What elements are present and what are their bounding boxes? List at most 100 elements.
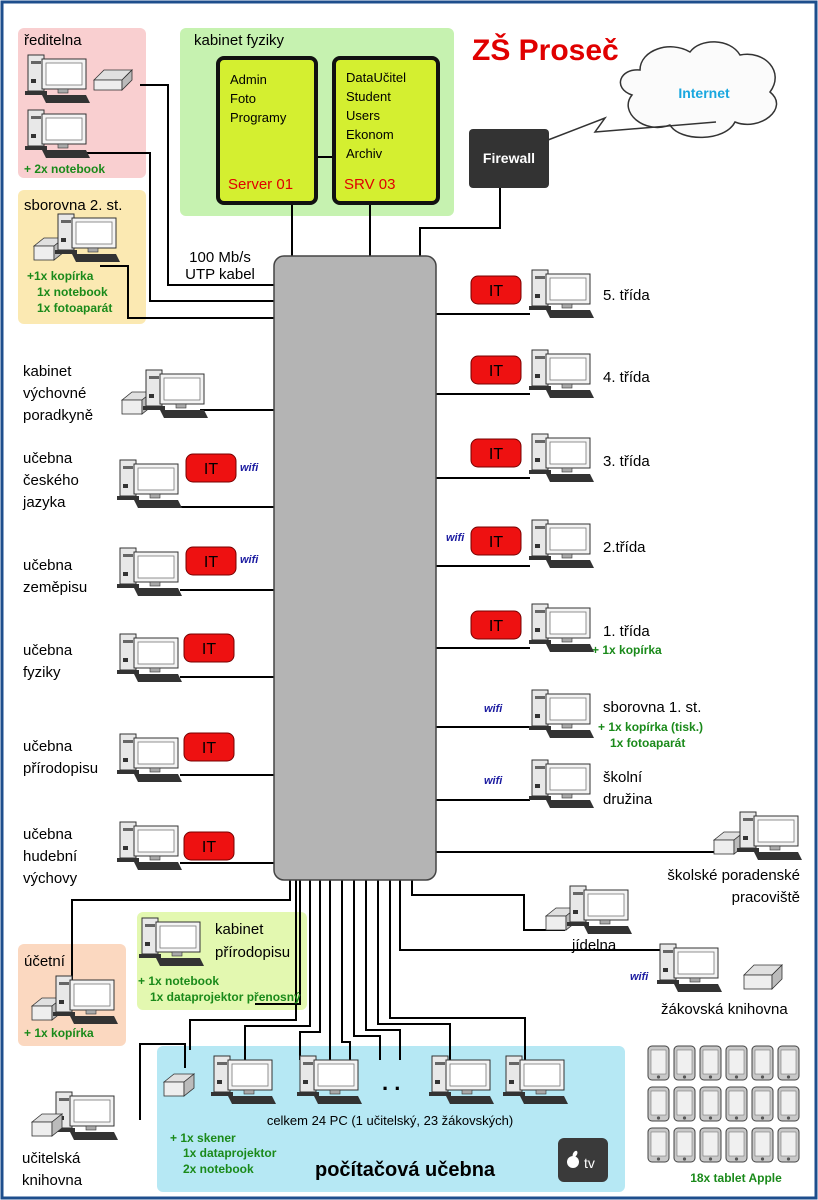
tablet-icon	[751, 1127, 774, 1163]
sborovna2-extra-item: +1x kopírka	[27, 269, 94, 283]
it-badge	[470, 526, 522, 556]
wifi-label: wifi	[240, 462, 259, 474]
pc-classroom-dots: . .	[382, 1070, 400, 1095]
tablet-icon	[699, 1086, 722, 1122]
it-badge-label: IT	[489, 618, 503, 635]
right-room-label: 3. třída	[603, 453, 650, 470]
server-srv03-share: Ekonom	[346, 127, 394, 142]
right-room-label: školní	[603, 769, 643, 786]
server-01-share: Foto	[230, 91, 256, 106]
it-badge	[470, 610, 522, 640]
pc-classroom-extra-1: + 1x skener	[170, 1131, 236, 1145]
wifi-label: wifi	[630, 971, 649, 983]
it-badge	[183, 732, 235, 762]
server-01	[216, 56, 318, 205]
ucitelska-label-2: knihovna	[22, 1172, 83, 1189]
tablet-icon	[777, 1086, 800, 1122]
wifi-label: wifi	[446, 532, 465, 544]
left-room-label: učebna	[23, 557, 73, 574]
kab-prirodopisu-extra-2: 1x dataprojektor přenosný	[150, 990, 301, 1004]
zakovska-label: žákovská knihovna	[661, 1001, 788, 1018]
kabinet-fyziky-label: kabinet fyziky	[194, 32, 285, 49]
pc-classroom-extra-2: 1x dataprojektor	[183, 1146, 277, 1160]
pc-classroom-name: počítačová učebna	[315, 1159, 496, 1181]
left-room-label: učebna	[23, 826, 73, 843]
it-badge	[470, 355, 522, 385]
right-room-label: 5. třída	[603, 287, 650, 304]
reditelna-extra: + 2x notebook	[24, 162, 105, 176]
skolske-label-2: pracoviště	[732, 889, 800, 906]
right-room-label: družina	[603, 791, 653, 808]
firewall-label: Firewall	[483, 150, 535, 166]
wifi-label: wifi	[484, 775, 503, 787]
ucitelska-label-1: učitelská	[22, 1150, 81, 1167]
left-room-label: hudební	[23, 848, 78, 865]
tablet-icon	[673, 1086, 696, 1122]
it-badge-label: IT	[204, 461, 218, 478]
tablet-icon	[777, 1127, 800, 1163]
right-room-extra: + 1x kopírka (tisk.)	[598, 720, 703, 734]
left-room-label: výchovy	[23, 870, 78, 887]
sborovna2-extra-item: 1x notebook	[37, 285, 108, 299]
sborovna2-label: sborovna 2. st.	[24, 197, 122, 214]
server-srv03	[332, 56, 440, 205]
right-room-label: 4. třída	[603, 369, 650, 386]
left-room-label: učebna	[23, 450, 73, 467]
server-srv03-share: DataUčitel	[346, 70, 406, 85]
kab-prirodopisu-label-2: přírodopisu	[215, 944, 290, 961]
tablet-icon	[725, 1086, 748, 1122]
it-badge-label: IT	[489, 446, 503, 463]
tablet-icon	[777, 1045, 800, 1081]
tablet-icon	[751, 1045, 774, 1081]
ucetni-extra: + 1x kopírka	[24, 1026, 94, 1040]
it-badge	[470, 275, 522, 305]
server-srv03-share: Student	[346, 89, 391, 104]
left-room-label: zeměpisu	[23, 579, 87, 596]
wifi-label: wifi	[240, 554, 259, 566]
left-room-label: poradkyně	[23, 407, 93, 424]
it-badge	[183, 633, 235, 663]
zakovska-drive	[743, 964, 783, 990]
it-badge-label: IT	[489, 363, 503, 380]
tablet-icon	[647, 1045, 670, 1081]
ucetni-label: účetní	[24, 953, 66, 970]
cable-label-speed: 100 Mb/s	[189, 249, 251, 266]
tablet-icon	[699, 1045, 722, 1081]
pc-classroom-extra-3: 2x notebook	[183, 1162, 254, 1176]
reditelna-drive	[93, 69, 133, 91]
server-srv03-name: SRV 03	[344, 176, 395, 193]
network-cables	[71, 84, 720, 1120]
right-room-label: 1. třída	[603, 623, 650, 640]
left-rooms: kabinetvýchovnéporadkyněučebnačeskéhojaz…	[22, 363, 98, 887]
right-room-extra: 1x fotoaparát	[610, 736, 685, 750]
it-badge-label: IT	[202, 641, 216, 658]
tablet-icon	[673, 1045, 696, 1081]
server-01-share: Programy	[230, 110, 287, 125]
sborovna2-extra: +1x kopírka 1x notebook 1x fotoaparát	[27, 269, 112, 315]
kab-prirodopisu-label-1: kabinet	[215, 921, 264, 938]
tablets-label: 18x tablet Apple	[690, 1171, 782, 1185]
sborovna2-extra-item: 1x fotoaparát	[37, 301, 112, 315]
it-badge	[185, 546, 237, 576]
server-01-name: Server 01	[228, 176, 293, 193]
firewall-box	[469, 129, 549, 188]
internet-link	[547, 116, 717, 141]
it-badge	[470, 438, 522, 468]
internet-label: Internet	[678, 85, 730, 101]
page-title: ZŠ Proseč	[472, 33, 619, 67]
apple-tv-label: tv	[584, 1155, 595, 1171]
left-room-label: učebna	[23, 738, 73, 755]
tablet-icon	[673, 1127, 696, 1163]
server-srv03-share: Users	[346, 108, 380, 123]
apple-tv-icon: tv	[558, 1138, 608, 1182]
tablet-icon	[725, 1045, 748, 1081]
it-badge-label: IT	[202, 839, 216, 856]
it-badge	[183, 831, 235, 861]
network-switch	[273, 255, 437, 881]
